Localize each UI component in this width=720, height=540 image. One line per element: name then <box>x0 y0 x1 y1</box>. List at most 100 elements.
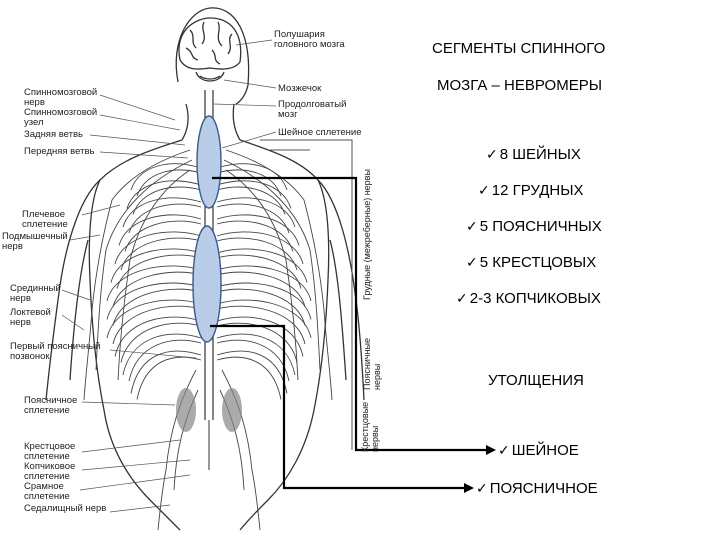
label-dorsal-branch: Задняя ветвь <box>24 129 83 140</box>
rib-arc <box>110 248 202 283</box>
rib-arc <box>216 248 308 283</box>
neck-outline <box>181 103 241 141</box>
intercostal-nerve <box>216 169 282 197</box>
segment-lumbar: ✓5 ПОЯСНИЧНЫХ <box>466 218 602 235</box>
cervical-arrowhead <box>486 445 496 455</box>
cervical-enlargement <box>196 115 222 209</box>
intercostal-nerve <box>216 186 286 215</box>
rib-arc <box>216 333 296 376</box>
intercostal-nerve <box>112 305 202 345</box>
label-cervical-plexus: Шейное сплетение <box>278 127 362 138</box>
intercostal-nerve <box>128 203 202 234</box>
rib-arc <box>216 282 312 320</box>
intercostal-nerve <box>216 356 282 400</box>
slide-title-line2: МОЗГА – НЕВРОМЕРЫ <box>437 77 602 94</box>
intercostal-nerve <box>136 356 202 400</box>
intercostal-nerve <box>216 254 302 289</box>
intercostal-nerve <box>216 237 298 271</box>
cervical-connector <box>212 176 488 452</box>
rib-arc <box>126 180 202 209</box>
intercostal-nerve <box>128 339 202 382</box>
left-arm-outline <box>45 179 101 401</box>
intercostal-nerve <box>216 322 298 363</box>
rib-arc <box>122 197 202 228</box>
cerebrum-outline <box>178 17 242 70</box>
cerebellum-outline <box>195 71 225 82</box>
intercostal-nerve <box>120 322 202 363</box>
intercostal-nerve <box>216 288 306 326</box>
lumbar-arrowhead <box>464 483 474 493</box>
rib-arc <box>216 197 296 228</box>
lumbar-enlargement <box>192 225 222 343</box>
check-icon: ✓ <box>456 291 468 307</box>
rib-arc <box>130 350 202 394</box>
label-sciatic-nerve: Седалищный нерв <box>24 503 107 514</box>
intercostal-nerve <box>116 254 202 289</box>
segment-thoracic: ✓12 ГРУДНЫХ <box>478 182 584 199</box>
lumbar-connector <box>210 324 466 490</box>
label-thoracic-nerves: Грудные (межреберные) нервы <box>362 169 372 300</box>
slide-title-line1: СЕГМЕНТЫ СПИННОГО <box>432 40 606 57</box>
check-icon: ✓ <box>466 255 478 271</box>
intercostal-nerve <box>136 169 202 197</box>
intercostal-nerve <box>216 305 306 345</box>
intercostal-nerve <box>216 339 290 382</box>
thickening-lumbar: ✓ПОЯСНИЧНОЕ <box>476 480 598 497</box>
rib-arc <box>114 316 202 357</box>
left-lumbar-plexus <box>176 388 196 432</box>
intercostal-nerve <box>112 288 202 326</box>
rib-arc <box>106 282 202 320</box>
segment-sacral: ✓5 КРЕСТЦОВЫХ <box>466 254 597 271</box>
intercostal-nerve <box>216 220 294 252</box>
rib-arc <box>122 333 202 376</box>
intercostal-nerve <box>216 203 290 234</box>
thickening-cervical: ✓ШЕЙНОЕ <box>498 442 579 459</box>
rib-arc <box>216 163 288 191</box>
rib-arc <box>114 231 202 265</box>
rib-arc <box>216 316 304 357</box>
check-icon: ✓ <box>486 147 498 163</box>
rib-arc <box>118 214 202 246</box>
segment-cervical: ✓8 ШЕЙНЫХ <box>486 146 581 163</box>
intercostal-nerve <box>124 220 202 252</box>
hips-outline <box>103 409 315 531</box>
rib-arc <box>106 299 202 339</box>
rib-arc <box>216 265 312 302</box>
check-icon: ✓ <box>498 443 510 459</box>
thickenings-heading: УТОЛЩЕНИЯ <box>488 372 584 389</box>
intercostal-nerve <box>132 186 202 215</box>
head-outline <box>175 7 250 105</box>
check-icon: ✓ <box>476 481 488 497</box>
intercostal-nerve <box>216 271 306 308</box>
rib-arc <box>216 214 300 246</box>
torso-outline <box>88 139 330 411</box>
thoracic-nerves-bracket <box>260 139 353 320</box>
ribs-and-intercostal-nerves <box>106 163 312 400</box>
segment-coccygeal: ✓2-3 КОПЧИКОВЫХ <box>456 290 601 307</box>
check-icon: ✓ <box>466 219 478 235</box>
check-icon: ✓ <box>478 183 490 199</box>
label-cerebellum: Мозжечок <box>278 83 322 94</box>
rib-arc <box>216 231 304 265</box>
right-lumbar-plexus <box>222 388 242 432</box>
intercostal-nerve <box>112 271 202 308</box>
intercostal-nerve <box>120 237 202 271</box>
rib-arc <box>106 265 202 302</box>
rib-arc <box>130 163 202 191</box>
